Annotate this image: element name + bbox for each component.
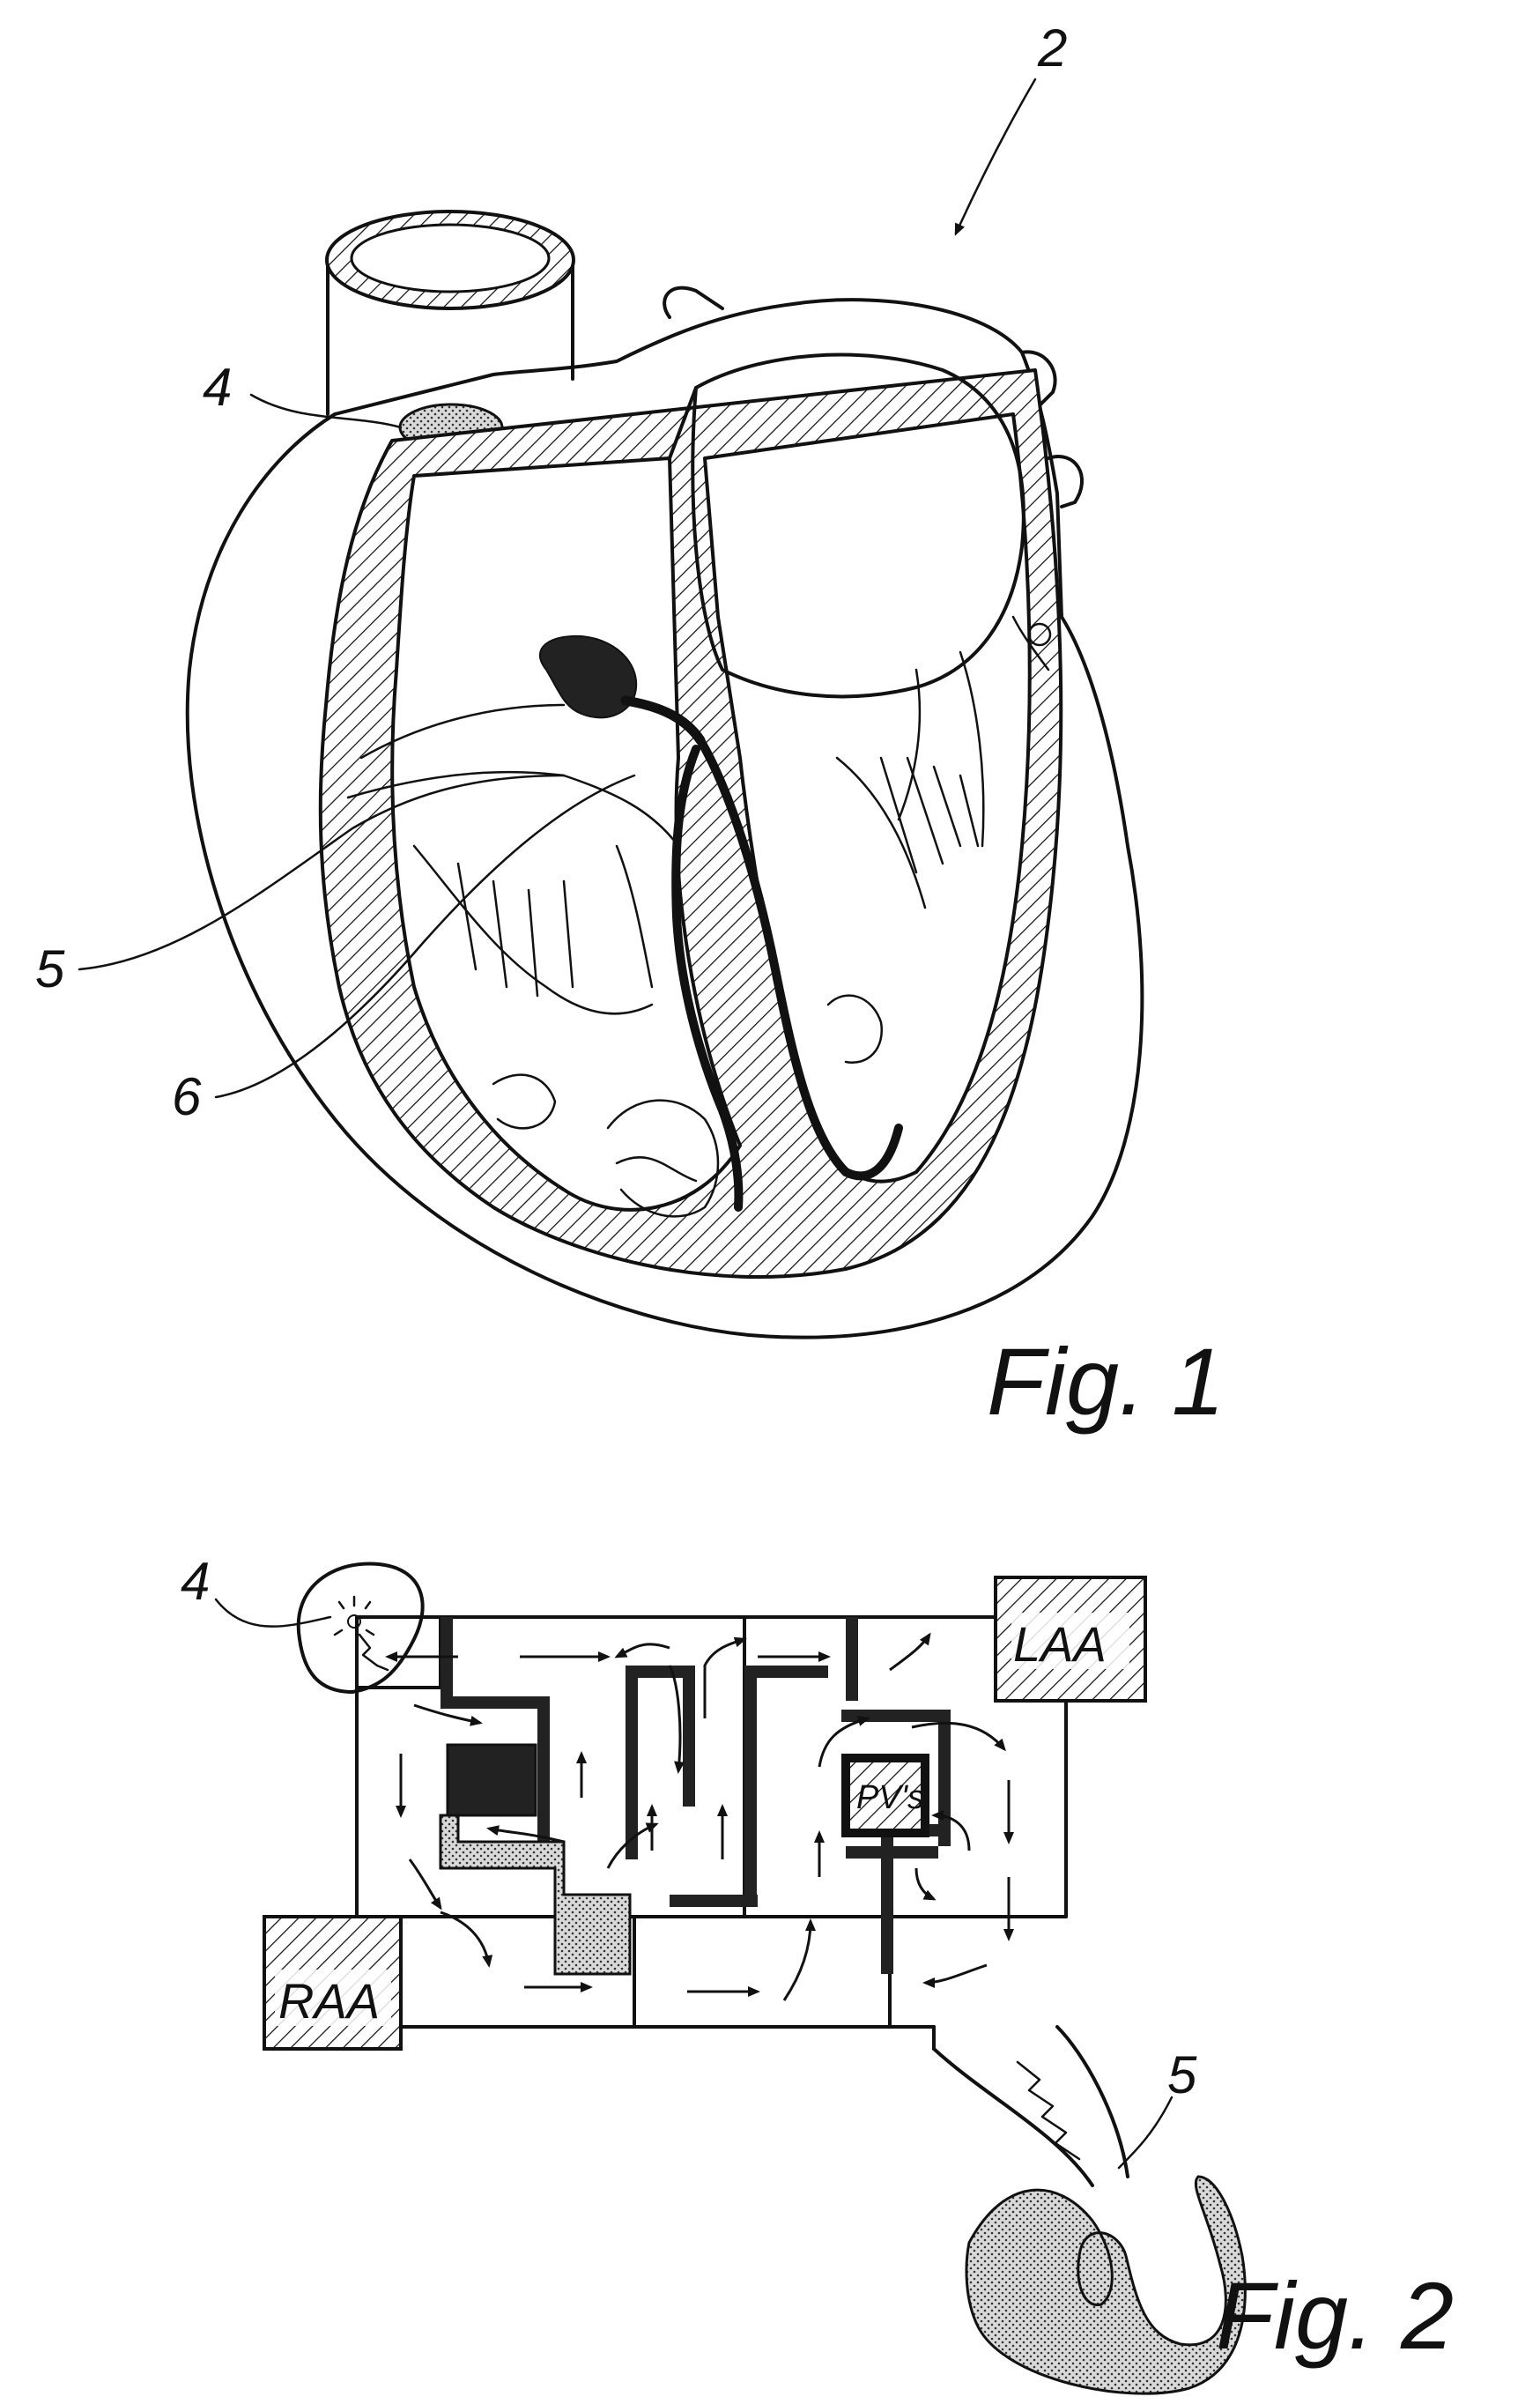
ref-numeral-2: 2	[1037, 19, 1067, 78]
fig2-leader-4	[216, 1599, 330, 1627]
fig2-ref-numeral-4: 4	[181, 1552, 210, 1611]
pvs-box: PV's	[846, 1758, 925, 1833]
stepped-wall	[441, 1815, 630, 1974]
ref-numeral-5: 5	[35, 939, 65, 998]
pvs-label: PV's	[856, 1779, 924, 1816]
fig2-leader-5	[1119, 2097, 1172, 2168]
laa-box: LAA	[996, 1577, 1145, 1701]
figure-1-heart: 2 4 5 6 Fig. 1	[35, 19, 1225, 1435]
raa-label: RAA	[278, 1973, 380, 2029]
av-channel	[934, 2027, 1128, 2185]
block-upper	[448, 1745, 536, 1815]
ref-numeral-6: 6	[172, 1067, 202, 1126]
sa-node-blob	[299, 1563, 423, 1692]
leader-2	[956, 79, 1035, 234]
laa-label: LAA	[1013, 1616, 1107, 1672]
raa-box: RAA	[264, 1917, 401, 2049]
av-node-horseshoe	[966, 2177, 1245, 2393]
fig2-ref-numeral-5: 5	[1167, 2045, 1197, 2104]
figure-2-caption: Fig. 2	[1216, 2262, 1454, 2369]
ref-numeral-4: 4	[203, 358, 232, 417]
figure-2-schematic: PV's LAA RAA	[181, 1552, 1454, 2393]
grid-outline	[357, 1617, 1066, 2049]
figure-1-caption: Fig. 1	[987, 1328, 1225, 1435]
myocardium-wall	[321, 370, 1062, 1277]
